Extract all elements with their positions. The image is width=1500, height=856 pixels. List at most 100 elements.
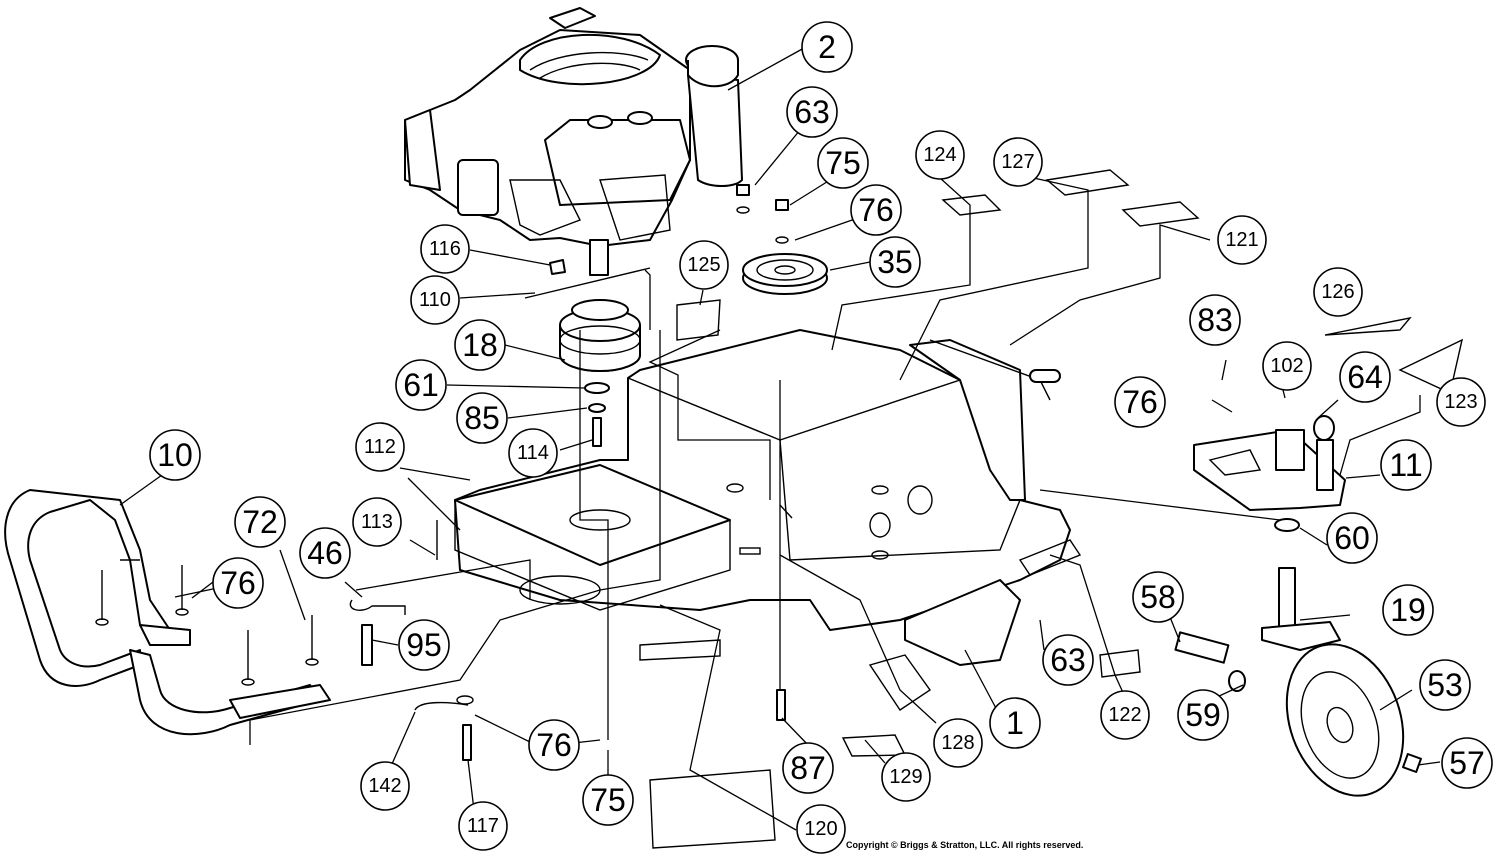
svg-text:122: 122	[1108, 704, 1141, 726]
callout-63[interactable]: 63	[786, 86, 838, 138]
callout-18[interactable]: 18	[454, 319, 506, 371]
callout-2[interactable]: 2	[801, 21, 853, 73]
callout-117[interactable]: 117	[458, 801, 508, 851]
callout-113[interactable]: 113	[352, 497, 402, 547]
main-frame	[454, 329, 1082, 666]
idler-pulley	[742, 253, 828, 295]
svg-text:110: 110	[419, 289, 451, 311]
callout-75[interactable]: 75	[582, 774, 634, 826]
svg-text:124: 124	[923, 144, 956, 166]
svg-text:76: 76	[536, 727, 572, 763]
callout-1[interactable]: 1	[989, 697, 1041, 749]
callout-75[interactable]: 75	[817, 137, 869, 189]
callout-112[interactable]: 112	[355, 422, 405, 472]
svg-text:2: 2	[818, 29, 836, 65]
svg-text:116: 116	[429, 238, 461, 260]
callout-121[interactable]: 121	[1217, 215, 1267, 265]
svg-text:18: 18	[462, 327, 498, 363]
callout-142[interactable]: 142	[360, 761, 410, 811]
svg-text:53: 53	[1427, 667, 1463, 703]
svg-text:46: 46	[307, 535, 343, 571]
svg-text:72: 72	[242, 504, 278, 540]
svg-text:83: 83	[1197, 302, 1233, 338]
callout-10[interactable]: 10	[149, 429, 201, 481]
svg-text:76: 76	[220, 565, 256, 601]
callout-128[interactable]: 128	[933, 718, 983, 768]
callout-72[interactable]: 72	[234, 496, 286, 548]
callout-129[interactable]: 129	[881, 752, 931, 802]
callout-120[interactable]: 120	[796, 804, 846, 854]
svg-text:76: 76	[1122, 384, 1158, 420]
svg-text:114: 114	[517, 442, 549, 464]
svg-text:128: 128	[941, 732, 974, 754]
callout-124[interactable]: 124	[915, 130, 965, 180]
svg-text:95: 95	[406, 627, 442, 663]
caster-wheel	[1174, 621, 1422, 797]
svg-text:126: 126	[1321, 281, 1354, 303]
svg-text:112: 112	[364, 436, 396, 458]
svg-text:117: 117	[467, 815, 499, 837]
svg-text:60: 60	[1334, 520, 1370, 556]
svg-text:35: 35	[877, 244, 913, 280]
callout-83[interactable]: 83	[1189, 294, 1241, 346]
callout-76[interactable]: 76	[528, 719, 580, 771]
svg-text:64: 64	[1347, 359, 1383, 395]
callout-61[interactable]: 61	[395, 359, 447, 411]
svg-text:19: 19	[1390, 592, 1426, 628]
callout-76[interactable]: 76	[1114, 376, 1166, 428]
callout-11[interactable]: 11	[1380, 439, 1432, 491]
svg-text:76: 76	[858, 192, 894, 228]
svg-text:59: 59	[1185, 697, 1221, 733]
callout-85[interactable]: 85	[456, 392, 508, 444]
svg-text:11: 11	[1389, 447, 1422, 483]
callout-64[interactable]: 64	[1339, 351, 1391, 403]
callout-53[interactable]: 53	[1419, 659, 1471, 711]
svg-text:1: 1	[1006, 705, 1024, 741]
svg-text:85: 85	[464, 400, 500, 436]
svg-text:63: 63	[794, 94, 830, 130]
electric-clutch	[559, 299, 641, 372]
callout-102[interactable]: 102	[1262, 341, 1312, 391]
svg-text:58: 58	[1140, 579, 1176, 615]
engine	[404, 7, 743, 276]
svg-text:75: 75	[590, 782, 626, 818]
svg-text:129: 129	[889, 766, 922, 788]
caster-bracket	[1193, 415, 1346, 629]
svg-text:63: 63	[1050, 642, 1086, 678]
callout-35[interactable]: 35	[869, 236, 921, 288]
small-hardware	[524, 184, 789, 447]
callout-76[interactable]: 76	[212, 557, 264, 609]
handle-assembly	[4, 489, 786, 761]
callout-116[interactable]: 116	[420, 224, 470, 274]
callout-57[interactable]: 57	[1441, 737, 1493, 789]
callout-58[interactable]: 58	[1132, 571, 1184, 623]
svg-text:123: 123	[1444, 391, 1477, 413]
callout-114[interactable]: 114	[508, 428, 558, 478]
svg-text:57: 57	[1449, 745, 1485, 781]
callout-60[interactable]: 60	[1326, 512, 1378, 564]
callout-63[interactable]: 63	[1042, 634, 1094, 686]
svg-text:127: 127	[1001, 151, 1034, 173]
callout-76[interactable]: 76	[850, 184, 902, 236]
callout-122[interactable]: 122	[1100, 690, 1150, 740]
leader-lines	[119, 47, 1441, 831]
svg-text:102: 102	[1270, 355, 1303, 377]
svg-text:113: 113	[361, 511, 393, 533]
callout-46[interactable]: 46	[299, 527, 351, 579]
callout-19[interactable]: 19	[1382, 584, 1434, 636]
callout-125[interactable]: 125	[679, 240, 729, 290]
svg-text:121: 121	[1225, 229, 1258, 251]
svg-text:142: 142	[368, 775, 401, 797]
copyright-notice: Copyright © Briggs & Stratton, LLC. All …	[846, 840, 1084, 850]
svg-text:120: 120	[804, 818, 837, 840]
callout-59[interactable]: 59	[1177, 689, 1229, 741]
svg-text:75: 75	[825, 145, 861, 181]
callout-95[interactable]: 95	[398, 619, 450, 671]
callout-87[interactable]: 87	[782, 742, 834, 794]
callout-127[interactable]: 127	[993, 137, 1043, 187]
svg-text:10: 10	[157, 437, 193, 473]
svg-text:61: 61	[403, 367, 439, 403]
callout-126[interactable]: 126	[1313, 267, 1363, 317]
callout-123[interactable]: 123	[1436, 377, 1486, 427]
callout-110[interactable]: 110	[410, 275, 460, 325]
